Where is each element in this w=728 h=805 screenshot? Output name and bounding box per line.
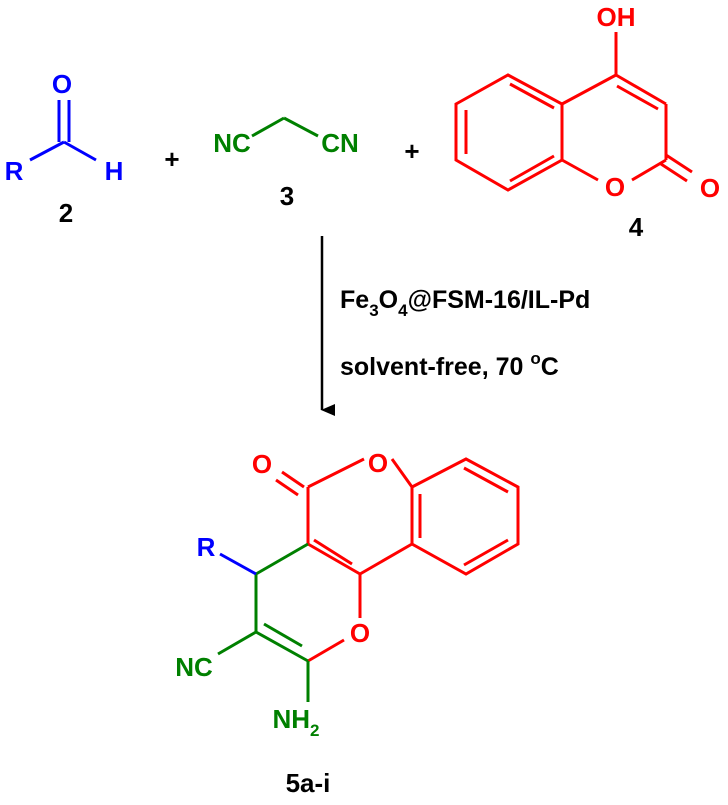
product-r-group: R xyxy=(197,532,216,562)
aldehyde-r-group: R xyxy=(5,156,24,186)
coumarin-benzene-double-2 xyxy=(509,82,555,110)
product-bond-c5-o xyxy=(307,457,365,489)
product-amino-subscript: 2 xyxy=(310,721,319,740)
catalyst-subscript-1: 3 xyxy=(369,301,378,320)
coumarin-bond-c4-c3 xyxy=(615,73,667,106)
aldehyde-oxygen-atom: O xyxy=(52,69,72,99)
compound-label-3: 3 xyxy=(280,181,294,211)
conditions-main: solvent-free, 70 xyxy=(340,353,530,381)
product-bond-c3-cn xyxy=(217,630,257,656)
coumarin-carbonyl-bond-1 xyxy=(665,153,693,174)
coumarin-hydroxyl-group: OH xyxy=(597,2,636,32)
malononitrile-bond-right xyxy=(283,116,319,138)
product-benzene-double-1 xyxy=(463,466,509,494)
malononitrile-nc-group: NC xyxy=(213,128,251,158)
product-amino-group: NH2 xyxy=(272,704,319,740)
malononitrile-bond-left xyxy=(251,116,285,138)
aldehyde-r-bond xyxy=(29,140,65,162)
hydroxycoumarin-reactant xyxy=(454,32,693,192)
compound-label-4: 4 xyxy=(629,212,644,242)
product-r-bond xyxy=(219,552,257,576)
reaction-conditions-label: solvent-free, 70 oC xyxy=(340,349,559,381)
coumarin-bond-c2-o1 xyxy=(631,158,667,182)
product-benzene-ring xyxy=(410,457,520,576)
product-lactone-oxygen: O xyxy=(368,448,388,478)
product-carbonyl-oxygen: O xyxy=(252,449,272,479)
aldehyde-reactant xyxy=(29,100,97,162)
coumarin-bond-c4-c3-double xyxy=(616,84,659,111)
degree-symbol: o xyxy=(530,349,540,368)
product-bond-o-c2 xyxy=(307,638,345,663)
catalyst-part-2: O xyxy=(379,286,398,314)
catalyst-part-3: @FSM-16/IL-Pd xyxy=(408,286,591,314)
coumarin-carbonyl-bond-2 xyxy=(660,162,688,183)
product-bond-c10a-c4a xyxy=(307,542,361,576)
aldehyde-hydrogen-atom: H xyxy=(105,156,124,186)
malononitrile-cn-group: CN xyxy=(321,128,359,158)
product-amino-main: NH xyxy=(272,704,310,734)
catalyst-subscript-2: 4 xyxy=(398,301,408,320)
product-bond-c10b-c10a xyxy=(359,542,413,576)
coumarin-benzene-double-3 xyxy=(509,154,555,183)
catalyst-part-1: Fe xyxy=(340,286,369,314)
product-carbonyl-bond-1 xyxy=(281,470,305,489)
coumarin-ring-oxygen: O xyxy=(605,172,625,202)
product-benzene-double-2 xyxy=(463,538,509,567)
product-carbonyl-bond-2 xyxy=(275,478,299,497)
conditions-unit: C xyxy=(541,353,559,381)
product-bond-c10a-c4a-double xyxy=(313,538,353,566)
coumarin-carbonyl-oxygen: O xyxy=(700,173,720,203)
product-pyran-oxygen: O xyxy=(350,618,370,648)
aldehyde-h-bond xyxy=(63,140,97,162)
malononitrile-reactant xyxy=(251,116,319,138)
compound-label-2: 2 xyxy=(59,198,73,228)
product-coumarin-core xyxy=(275,457,520,663)
product-bond-c3-c2 xyxy=(255,630,309,663)
coumarin-benzene-ring xyxy=(454,73,564,192)
compound-label-5a-i: 5a-i xyxy=(286,768,331,798)
product-bond-o-c6a xyxy=(390,458,414,488)
coumarin-bond-o1-c8a xyxy=(561,158,599,182)
coumarin-bond-c4a-c4 xyxy=(561,73,617,106)
product-nitrile-group: NC xyxy=(175,652,213,682)
plus-sign-2: + xyxy=(404,136,419,166)
catalyst-label: Fe3O4@FSM-16/IL-Pd xyxy=(340,286,590,320)
product-pyran-core xyxy=(217,542,310,702)
product-bond-c4-c4a xyxy=(255,542,309,576)
plus-sign-1: + xyxy=(164,144,179,174)
product-bond-c3-c2-double xyxy=(263,622,303,648)
